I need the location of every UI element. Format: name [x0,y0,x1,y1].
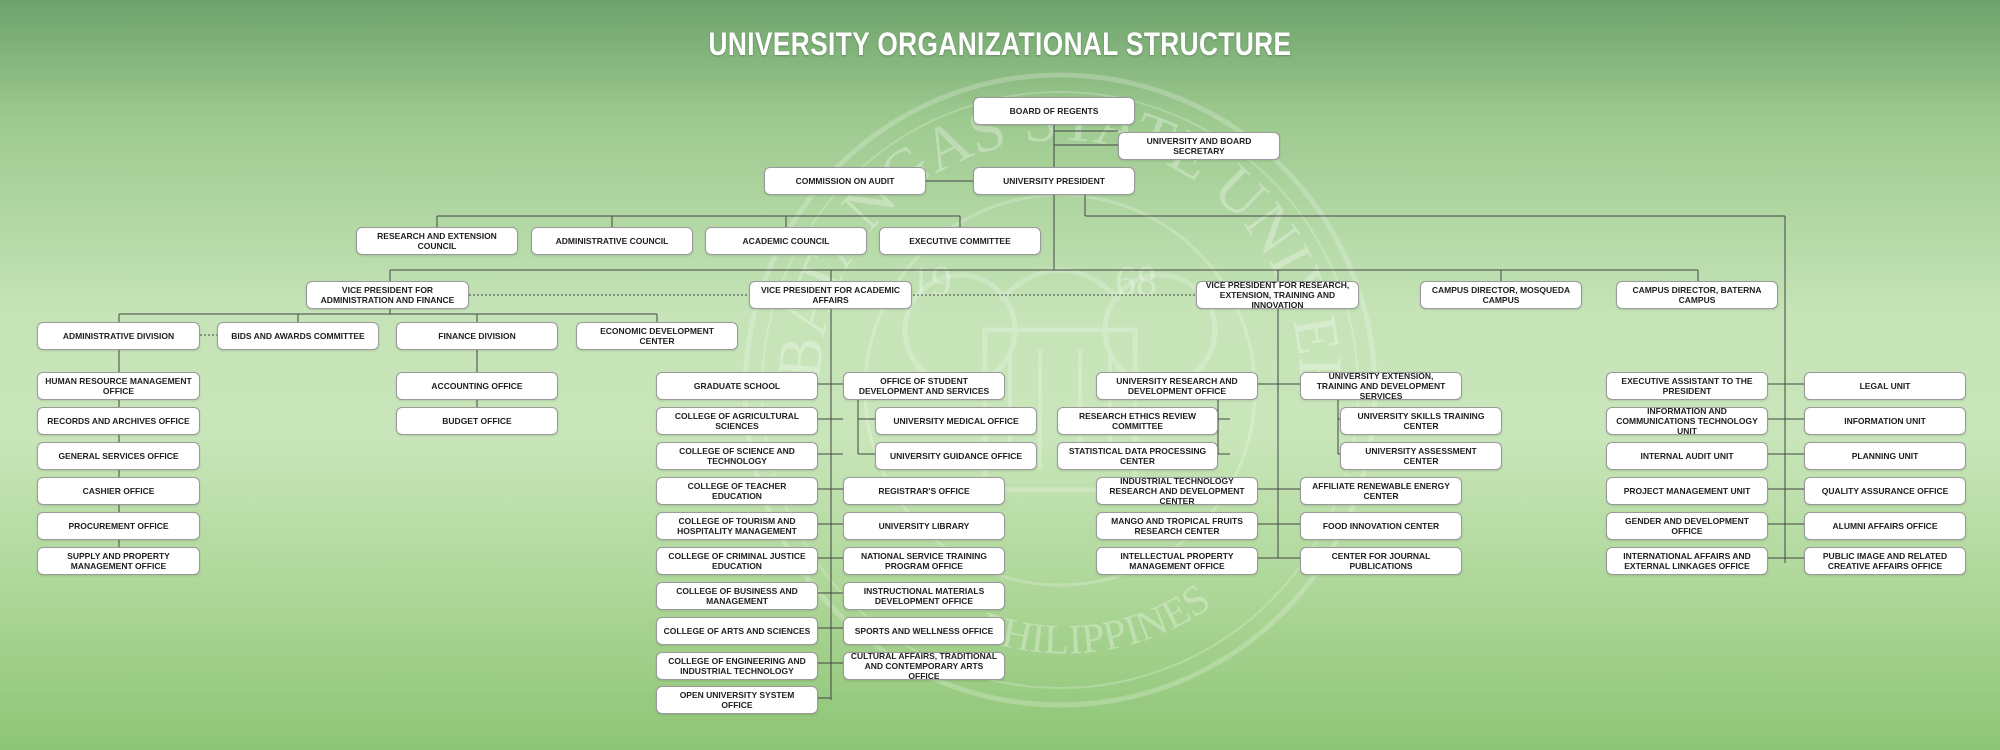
university-library-box[interactable]: UNIVERSITY LIBRARY [843,512,1005,540]
international-affairs-office-box[interactable]: INTERNATIONAL AFFAIRS AND EXTERNAL LINKA… [1606,547,1768,575]
university-research-development-box[interactable]: UNIVERSITY RESEARCH AND DEVELOPMENT OFFI… [1096,372,1258,400]
procurement-office-box[interactable]: PROCUREMENT OFFICE [37,512,200,540]
college-criminal-justice-box[interactable]: COLLEGE OF CRIMINAL JUSTICE EDUCATION [656,547,818,575]
ict-unit-box[interactable]: INFORMATION AND COMMUNICATIONS TECHNOLOG… [1606,406,1768,436]
renewable-energy-center-box[interactable]: AFFILIATE RENEWABLE ENERGY CENTER [1300,477,1462,505]
internal-audit-unit-box[interactable]: INTERNAL AUDIT UNIT [1606,442,1768,470]
administrative-council-box[interactable]: ADMINISTRATIVE COUNCIL [531,227,693,255]
university-extension-services-box[interactable]: UNIVERSITY EXTENSION, TRAINING AND DEVEL… [1300,371,1462,401]
board-of-regents-box[interactable]: BOARD OF REGENTS [973,97,1135,125]
legal-unit-box[interactable]: LEGAL UNIT [1804,372,1966,400]
page-title: UNIVERSITY ORGANIZATIONAL STRUCTURE [708,26,1292,62]
planning-unit-box[interactable]: PLANNING UNIT [1804,442,1966,470]
vp-research-extension-box[interactable]: VICE PRESIDENT FOR RESEARCH, EXTENSION, … [1196,280,1359,310]
journal-publications-center-box[interactable]: CENTER FOR JOURNAL PUBLICATIONS [1300,547,1462,575]
public-image-office-box[interactable]: PUBLIC IMAGE AND RELATED CREATIVE AFFAIR… [1804,547,1966,575]
alumni-affairs-office-box[interactable]: ALUMNI AFFAIRS OFFICE [1804,512,1966,540]
college-tourism-hospitality-box[interactable]: COLLEGE OF TOURISM AND HOSPITALITY MANAG… [656,512,818,540]
gender-development-office-box[interactable]: GENDER AND DEVELOPMENT OFFICE [1606,512,1768,540]
registrars-office-box[interactable]: REGISTRAR'S OFFICE [843,477,1005,505]
food-innovation-center-box[interactable]: FOOD INNOVATION CENTER [1300,512,1462,540]
project-management-unit-box[interactable]: PROJECT MANAGEMENT UNIT [1606,477,1768,505]
open-university-system-box[interactable]: OPEN UNIVERSITY SYSTEM OFFICE [656,686,818,714]
college-agricultural-sciences-box[interactable]: COLLEGE OF AGRICULTURAL SCIENCES [656,407,818,435]
sports-wellness-office-box[interactable]: SPORTS AND WELLNESS OFFICE [843,617,1005,645]
hr-management-office-box[interactable]: HUMAN RESOURCE MANAGEMENT OFFICE [37,372,200,400]
cultural-affairs-office-box[interactable]: CULTURAL AFFAIRS, TRADITIONAL AND CONTEM… [843,651,1005,681]
nstp-office-box[interactable]: NATIONAL SERVICE TRAINING PROGRAM OFFICE [843,547,1005,575]
intellectual-property-office-box[interactable]: INTELLECTUAL PROPERTY MANAGEMENT OFFICE [1096,547,1258,575]
university-board-secretary-box[interactable]: UNIVERSITY AND BOARD SECRETARY [1118,132,1280,160]
mango-fruits-research-box[interactable]: MANGO AND TROPICAL FRUITS RESEARCH CENTE… [1096,512,1258,540]
college-teacher-education-box[interactable]: COLLEGE OF TEACHER EDUCATION [656,477,818,505]
commission-on-audit-box[interactable]: COMMISSION ON AUDIT [764,167,926,195]
finance-division-box[interactable]: FINANCE DIVISION [396,322,558,350]
college-engineering-industrial-box[interactable]: COLLEGE OF ENGINEERING AND INDUSTRIAL TE… [656,652,818,680]
cashier-office-box[interactable]: CASHIER OFFICE [37,477,200,505]
skills-training-center-box[interactable]: UNIVERSITY SKILLS TRAINING CENTER [1340,407,1502,435]
campus-director-mosqueda-box[interactable]: CAMPUS DIRECTOR, MOSQUEDA CAMPUS [1420,281,1582,309]
economic-development-center-box[interactable]: ECONOMIC DEVELOPMENT CENTER [576,322,738,350]
vp-academic-affairs-box[interactable]: VICE PRESIDENT FOR ACADEMIC AFFAIRS [749,281,912,309]
industrial-technology-center-box[interactable]: INDUSTRIAL TECHNOLOGY RESEARCH AND DEVEL… [1096,476,1258,506]
campus-director-baterna-box[interactable]: CAMPUS DIRECTOR, BATERNA CAMPUS [1616,281,1778,309]
research-extension-council-box[interactable]: RESEARCH AND EXTENSION COUNCIL [356,227,518,255]
executive-assistant-box[interactable]: EXECUTIVE ASSISTANT TO THE PRESIDENT [1606,372,1768,400]
college-science-technology-box[interactable]: COLLEGE OF SCIENCE AND TECHNOLOGY [656,442,818,470]
general-services-office-box[interactable]: GENERAL SERVICES OFFICE [37,442,200,470]
bids-awards-committee-box[interactable]: BIDS AND AWARDS COMMITTEE [217,322,379,350]
academic-council-box[interactable]: ACADEMIC COUNCIL [705,227,867,255]
college-arts-sciences-box[interactable]: COLLEGE OF ARTS AND SCIENCES [656,617,818,645]
supply-property-office-box[interactable]: SUPPLY AND PROPERTY MANAGEMENT OFFICE [37,547,200,575]
budget-office-box[interactable]: BUDGET OFFICE [396,407,558,435]
quality-assurance-office-box[interactable]: QUALITY ASSURANCE OFFICE [1804,477,1966,505]
records-archives-office-box[interactable]: RECORDS AND ARCHIVES OFFICE [37,407,200,435]
vp-administration-finance-box[interactable]: VICE PRESIDENT FOR ADMINISTRATION AND FI… [306,281,469,309]
administrative-division-box[interactable]: ADMINISTRATIVE DIVISION [37,322,200,350]
accounting-office-box[interactable]: ACCOUNTING OFFICE [396,372,558,400]
information-unit-box[interactable]: INFORMATION UNIT [1804,407,1966,435]
instructional-materials-office-box[interactable]: INSTRUCTIONAL MATERIALS DEVELOPMENT OFFI… [843,582,1005,610]
university-president-box[interactable]: UNIVERSITY PRESIDENT [973,167,1135,195]
research-ethics-committee-box[interactable]: RESEARCH ETHICS REVIEW COMMITTEE [1057,407,1218,435]
university-guidance-office-box[interactable]: UNIVERSITY GUIDANCE OFFICE [875,442,1037,470]
student-development-services-box[interactable]: OFFICE OF STUDENT DEVELOPMENT AND SERVIC… [843,372,1005,400]
assessment-center-box[interactable]: UNIVERSITY ASSESSMENT CENTER [1340,442,1502,470]
college-business-management-box[interactable]: COLLEGE OF BUSINESS AND MANAGEMENT [656,582,818,610]
statistical-data-center-box[interactable]: STATISTICAL DATA PROCESSING CENTER [1057,442,1218,470]
executive-committee-box[interactable]: EXECUTIVE COMMITTEE [879,227,1041,255]
university-medical-office-box[interactable]: UNIVERSITY MEDICAL OFFICE [875,407,1037,435]
graduate-school-box[interactable]: GRADUATE SCHOOL [656,372,818,400]
